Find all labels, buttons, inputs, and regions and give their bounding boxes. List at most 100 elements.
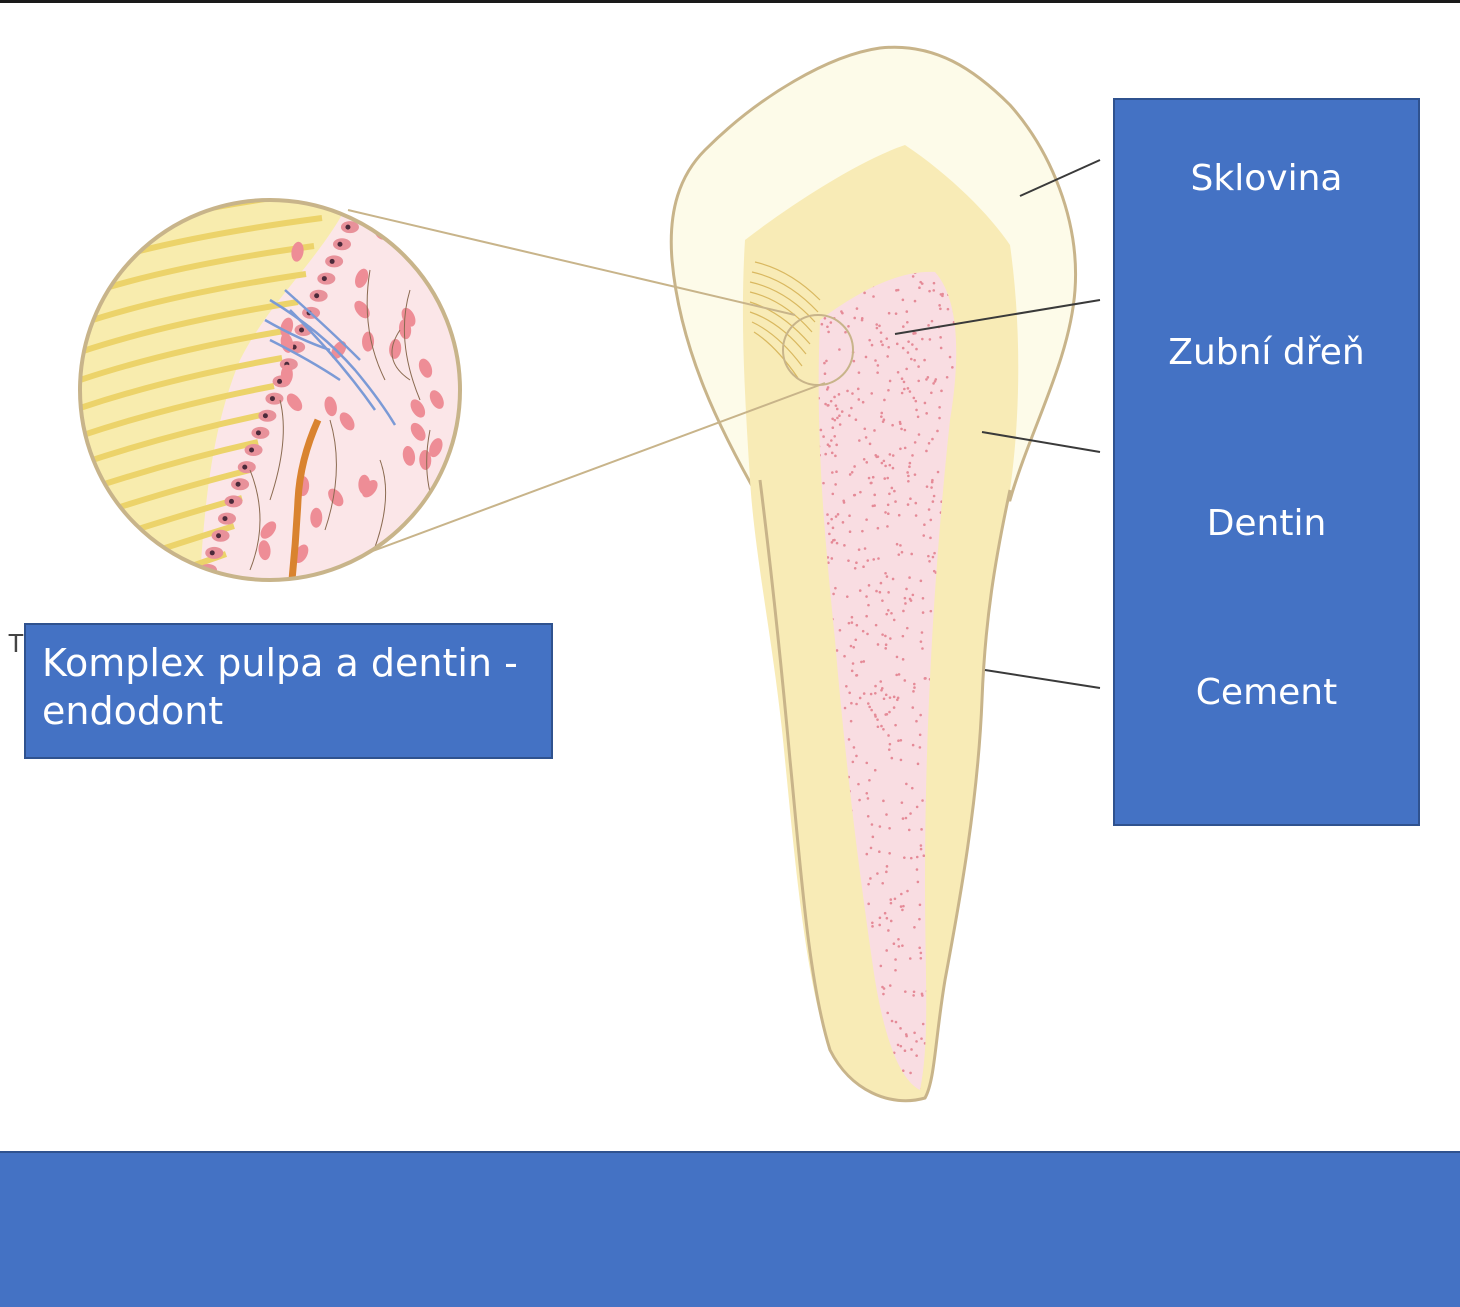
pulp-dot [893, 490, 896, 493]
pulp-dot [959, 1010, 962, 1013]
pulp-dot [883, 987, 886, 990]
pulp-dot [916, 868, 919, 871]
pulp-dot [903, 388, 906, 391]
pulp-dot [880, 340, 883, 343]
pulp-dot [826, 325, 829, 328]
pulp-dot [959, 978, 962, 981]
pulp-dot [850, 702, 853, 705]
pulp-dot [880, 415, 883, 418]
pulp-dot [919, 714, 922, 717]
pulp-dot [894, 969, 897, 972]
pulp-dot [859, 589, 862, 592]
pulp-dot [853, 360, 856, 363]
pulp-dot [859, 491, 862, 494]
pulp-dot [876, 371, 879, 374]
pulp-dot [928, 508, 931, 511]
pulp-dot [931, 438, 934, 441]
pulp-dot [834, 455, 837, 458]
pulp-dot [866, 559, 869, 562]
pulp-dot [880, 965, 883, 968]
pulp-dot [880, 412, 883, 415]
pulp-dot [934, 378, 937, 381]
pulp-dot [927, 555, 930, 558]
pulp-dot [915, 1054, 918, 1057]
pulp-dot [852, 646, 855, 649]
pulp-dot [838, 393, 841, 396]
pulp-dot [901, 377, 904, 380]
pulp-dot [924, 402, 927, 405]
pulp-dot [888, 852, 891, 855]
pulp-dot [848, 514, 851, 517]
pulp-dot [892, 467, 895, 470]
pulp-dot [881, 882, 884, 885]
pulp-dot [921, 647, 924, 650]
pulp-dot [904, 990, 907, 993]
pulp-dot [896, 343, 899, 346]
pulp-dot [923, 523, 926, 526]
pulp-dot [915, 348, 918, 351]
pulp-dot [890, 920, 893, 923]
pulp-dot [827, 522, 830, 525]
pulp-dot [895, 312, 898, 315]
leader-cementum [985, 670, 1100, 688]
pulp-dot [882, 420, 885, 423]
pulp-dot [835, 470, 838, 473]
pulp-dot [932, 556, 935, 559]
pulp-dot [886, 1012, 889, 1015]
pulp-dot [901, 392, 904, 395]
pulp-dot [940, 1060, 943, 1063]
pulp-dot [946, 376, 949, 379]
pulp-dot [881, 687, 884, 690]
pulp-dot [900, 428, 903, 431]
pulp-dot [909, 1072, 912, 1075]
pulp-dot [848, 414, 851, 417]
pulp-dot [908, 829, 911, 832]
bottom-blue-bar [0, 1151, 1460, 1307]
pulp-dot [858, 371, 861, 374]
pulp-dot [928, 290, 931, 293]
pulp-dot [949, 356, 952, 359]
pulp-dot [875, 456, 878, 459]
pulp-dot [920, 957, 923, 960]
pulp-dot [919, 903, 922, 906]
pulp-dot [877, 725, 880, 728]
pulp-dot [956, 1011, 959, 1014]
pulp-dot [894, 898, 897, 901]
pulp-dot [885, 949, 888, 952]
pulp-dot [849, 530, 852, 533]
pulp-dot [854, 638, 857, 641]
pulp-dot [901, 801, 904, 804]
pulp-dot [898, 673, 901, 676]
pulp-dot [877, 527, 880, 530]
pulp-dot [913, 1031, 916, 1034]
pulp-dot [821, 323, 824, 326]
pulp-dot [888, 748, 891, 751]
cell-nucleus [314, 293, 319, 298]
pulp-dot [957, 998, 960, 1001]
pulp-dot [902, 658, 905, 661]
pulp-dot [835, 404, 838, 407]
pulp-dot [878, 924, 881, 927]
pulp-dot [836, 542, 839, 545]
pulp-dot [827, 1091, 830, 1094]
pulp-dot [921, 631, 924, 634]
pulp-dot [874, 692, 877, 695]
pulp-dot [920, 844, 923, 847]
pulp-cell [449, 452, 466, 474]
cell-nucleus [242, 465, 247, 470]
pulp-dot [850, 720, 853, 723]
pulp-dot [858, 1098, 861, 1101]
pulp-dot [841, 410, 844, 413]
pulp-dot [887, 503, 890, 506]
pulp-dot [928, 442, 931, 445]
pulp-dot [881, 462, 884, 465]
pulp-dot [921, 994, 924, 997]
pulp-dot [900, 739, 903, 742]
pulp-dot [820, 429, 823, 432]
pulp-dot [940, 347, 943, 350]
pulp-dot [865, 461, 868, 464]
pulp-dot [913, 686, 916, 689]
pulp-dot [872, 295, 875, 298]
pulp-dot [869, 443, 872, 446]
pulp-dot [836, 408, 839, 411]
